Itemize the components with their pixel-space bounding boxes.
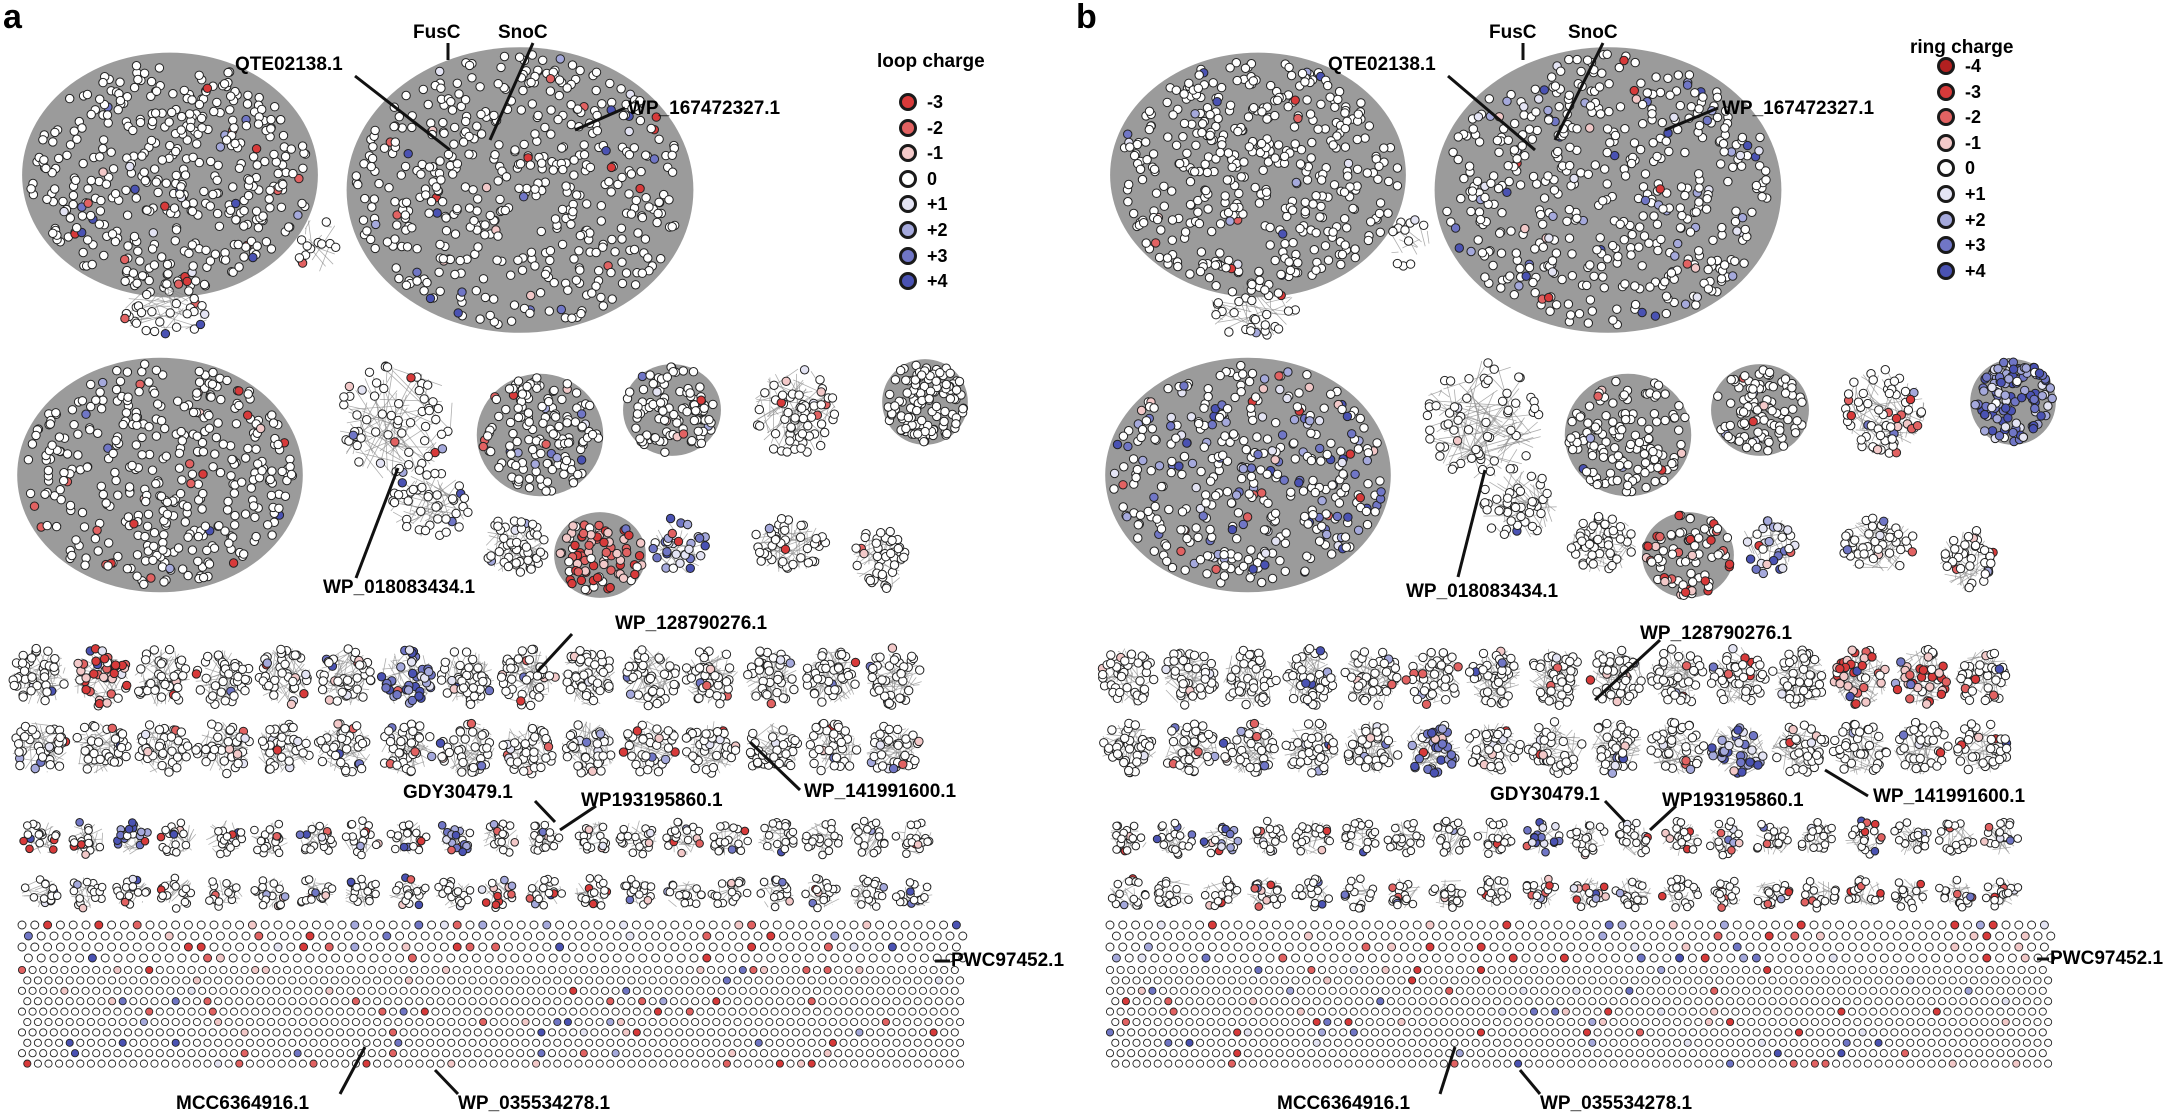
network-node — [131, 193, 142, 203]
network-node — [260, 156, 270, 167]
network-node — [106, 147, 116, 157]
network-node — [129, 82, 140, 93]
network-node — [196, 113, 207, 124]
network-node — [212, 208, 223, 219]
network-node — [184, 248, 194, 259]
network-node — [147, 244, 158, 254]
network-node — [228, 267, 238, 277]
network-node — [161, 178, 172, 188]
network-node — [280, 151, 291, 162]
network-node — [273, 168, 283, 179]
network-node — [54, 153, 64, 164]
network-node — [251, 144, 262, 154]
network-node — [215, 142, 226, 152]
network-node — [219, 79, 230, 89]
